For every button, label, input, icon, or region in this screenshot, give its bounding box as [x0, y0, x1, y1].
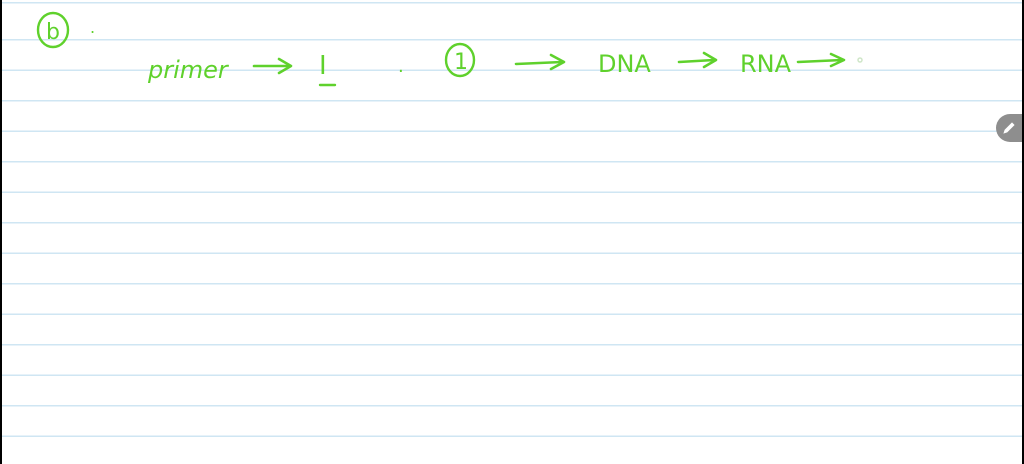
arrow-icon: [796, 52, 846, 68]
part-label-letter: b: [46, 20, 60, 45]
roman-numeral-i: I: [319, 51, 327, 81]
pen-tool-button[interactable]: [996, 114, 1022, 142]
circled-number-digit: 1: [454, 50, 468, 75]
part-label-b: b: [36, 11, 70, 49]
pencil-icon: [1003, 122, 1015, 134]
arrow-icon: [677, 51, 718, 69]
word-primer: primer: [147, 56, 230, 84]
arrow-icon: [252, 57, 293, 75]
separator-dot: .: [398, 56, 404, 77]
word-rna: RNA: [740, 50, 792, 78]
part-label-circle: [36, 11, 70, 49]
label-dot: .: [90, 18, 95, 37]
trailing-dot: [857, 57, 863, 63]
circled-number-ring: [444, 42, 476, 78]
circled-number: 1: [444, 42, 476, 78]
word-dna: DNA: [598, 50, 651, 78]
arrow-icon: [514, 53, 566, 71]
